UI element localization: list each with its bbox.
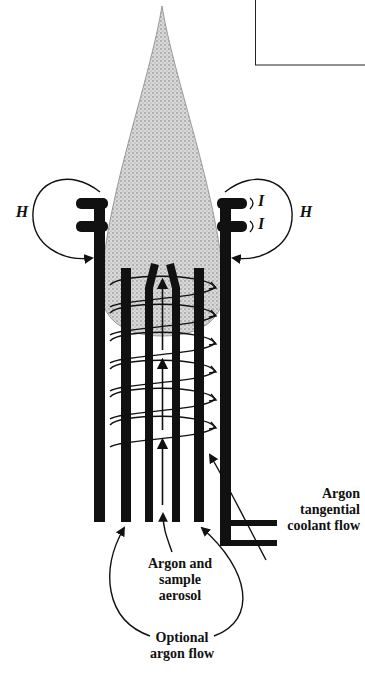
outer-tube-wall [94,200,105,522]
outer-tube-wall [220,200,231,522]
field-label: H [12,204,32,220]
side-arm [231,540,277,546]
side-arm [220,520,231,546]
magnetic-field-loop [225,179,292,258]
load-coil [76,198,247,232]
current-label: I [258,193,272,209]
flow-label: Argon tangential coolant flow [270,486,360,534]
flow-arrow [163,514,172,552]
current-bracket [250,221,253,232]
flow-label: Argon and sample aerosol [138,556,222,604]
flow-label: Optional argon flow [138,630,226,662]
aerosol-flow-arrows [162,280,164,505]
field-label: H [296,204,316,220]
middle-tube-wall [194,268,204,522]
frame-box [256,0,365,65]
flow-arrow [202,528,243,636]
current-bracket [250,198,253,209]
side-arm [231,520,277,526]
flow-arrow [110,528,150,636]
injector-tube [149,264,155,522]
tangential-flow-spiral [110,276,216,447]
injector-tube [170,264,176,522]
magnetic-field-loop [33,179,100,258]
current-label: I [258,216,272,232]
